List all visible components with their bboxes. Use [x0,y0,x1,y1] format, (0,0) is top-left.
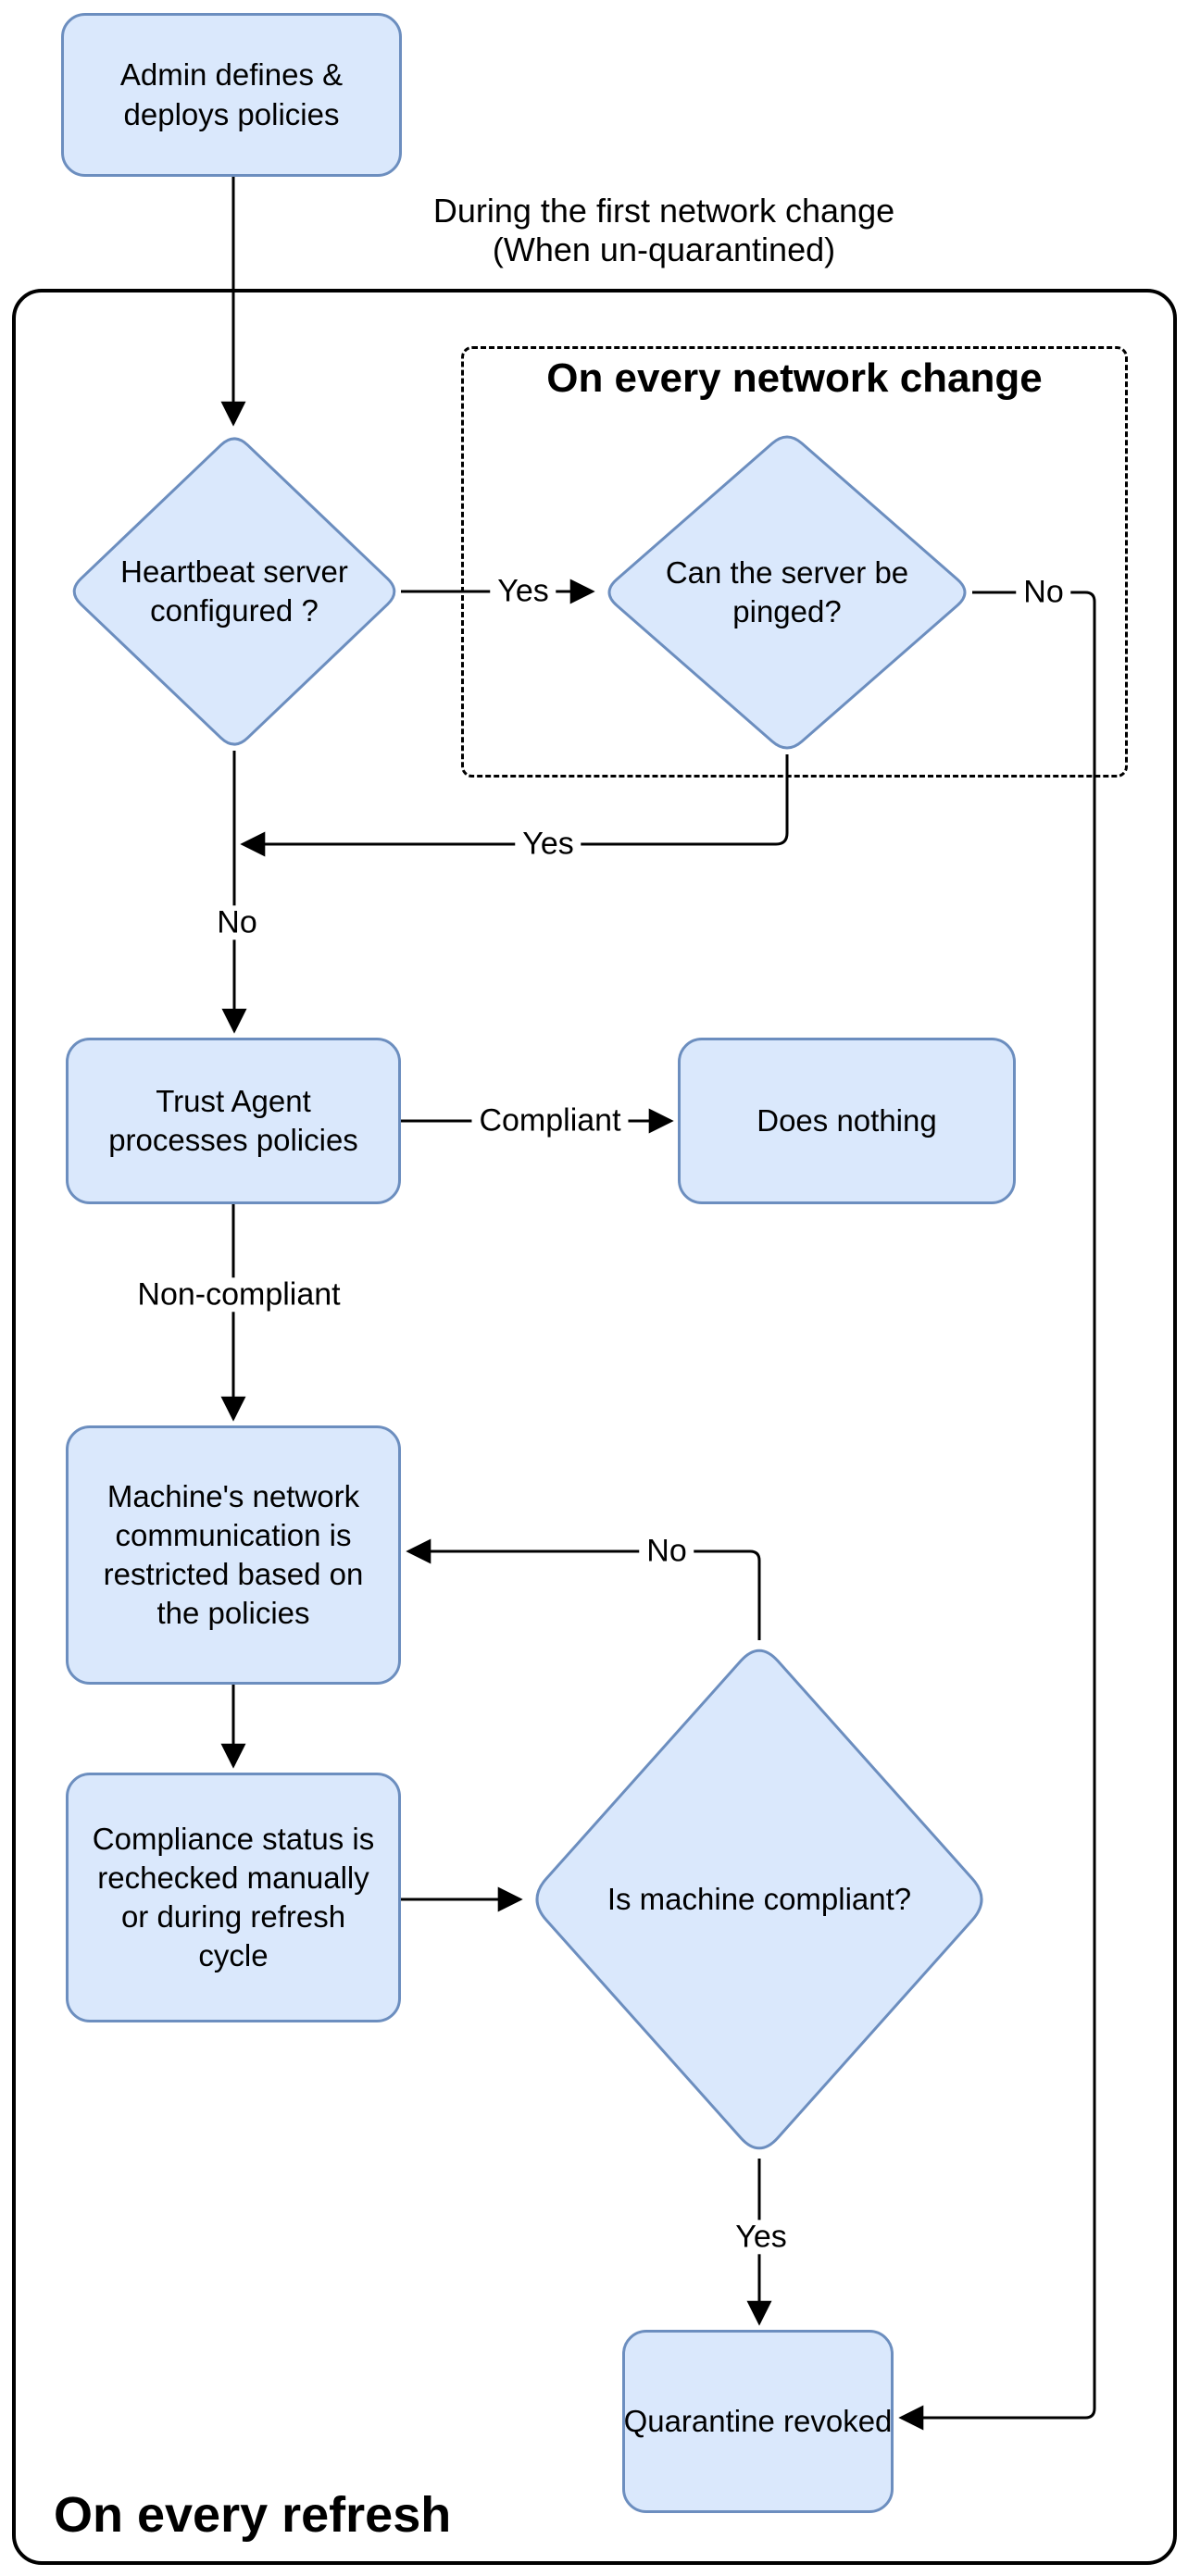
edge-label-ping-no: No [1016,574,1071,610]
edge-label-non-compliant: Non-compliant [130,1276,348,1313]
node-compliance-recheck-label: Compliance status is rechecked manually … [92,1821,375,1973]
on-every-refresh-group [12,289,1177,2565]
decision-ping [607,435,967,750]
decision-ping-label: Can the server be pinged? [665,554,909,628]
edge-label-heartbeat-no: No [209,904,265,940]
decision-heartbeat-label: Heartbeat server configured ? [120,554,348,628]
decision-is-compliant-label: Is machine compliant? [607,1881,912,1916]
node-trust-agent [66,1038,401,1204]
node-quarantine-revoked [622,2330,894,2513]
edge-label-compliant: Compliant [471,1102,629,1139]
node-admin [61,13,402,177]
edge-ping-return-yes [240,754,789,857]
node-compliance-recheck [66,1773,401,2022]
edge-label-is-compliant-yes: Yes [728,2219,794,2255]
node-quarantine-revoked-label: Quarantine revoked [623,2403,893,2438]
node-does-nothing [678,1038,1016,1204]
node-trust-agent-label: Trust Agent processes policies [108,1083,358,1157]
edge-label-is-compliant-no: No [639,1533,694,1569]
on-every-network-change-group [461,346,1128,778]
edge-label-ping-yes: Yes [515,826,581,862]
node-machine-restricted [66,1425,401,1685]
node-admin-label: Admin defines & deploys policies [119,57,344,131]
on-every-network-change-title: On every network change [546,355,1043,401]
edge-ping-quarantine-no [898,591,1096,2431]
first-network-change-note: During the first network change (When un… [432,192,895,269]
edge-label-heartbeat-yes: Yes [490,573,556,609]
on-every-refresh-title: On every refresh [54,2487,452,2543]
decision-is-compliant [535,1649,983,2150]
node-machine-restricted-label: Machine's network communication is restr… [103,1478,364,1631]
decision-heartbeat [72,437,396,746]
edge-iscompliant-machine-no [406,1538,761,1640]
node-does-nothing-label: Does nothing [757,1102,937,1138]
